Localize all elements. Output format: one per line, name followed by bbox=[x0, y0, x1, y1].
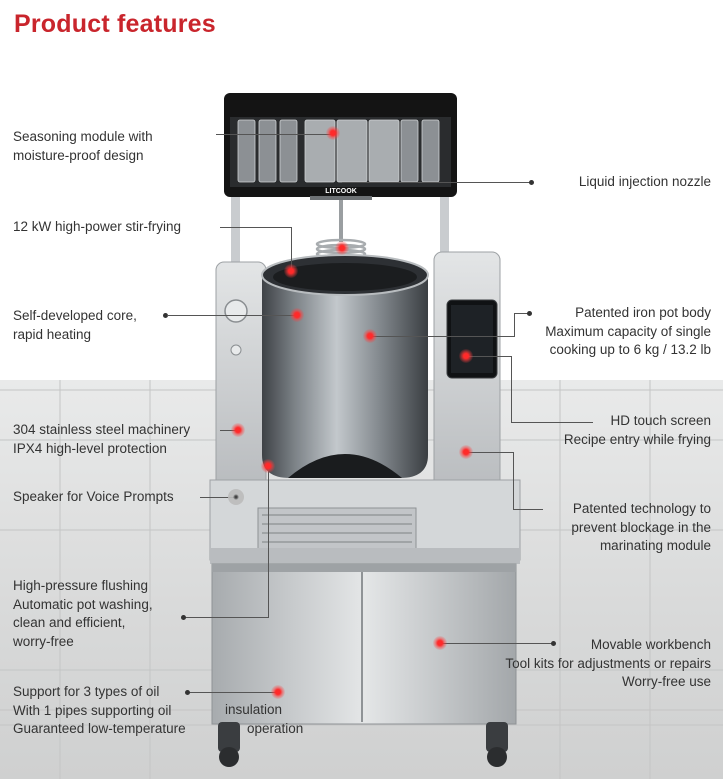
hotspot-pot bbox=[363, 329, 377, 343]
leader-seasoning bbox=[216, 134, 333, 135]
speaker-grille-icon bbox=[228, 489, 244, 505]
brand-logo: LITCOOK bbox=[325, 188, 357, 195]
leader-nozzle-dot bbox=[529, 180, 534, 185]
hotspot-power bbox=[284, 264, 298, 278]
leader-blockage-h bbox=[466, 452, 514, 453]
hotspot-blockage bbox=[459, 445, 473, 459]
leader-workbench-dot bbox=[551, 641, 556, 646]
leader-power-h bbox=[220, 227, 292, 228]
leader-touch-h bbox=[466, 356, 512, 357]
leader-pot-dot bbox=[527, 311, 532, 316]
leader-touch-v bbox=[511, 356, 512, 423]
leader-core-dot bbox=[163, 313, 168, 318]
label-nozzle: Liquid injection nozzle bbox=[578, 174, 711, 189]
leader-touch-h2 bbox=[511, 422, 593, 423]
hotspot-core bbox=[290, 308, 304, 322]
label-speaker: Speaker for Voice Prompts bbox=[13, 489, 174, 504]
hotspot-flushing bbox=[261, 459, 275, 473]
leader-oil-dot bbox=[185, 690, 190, 695]
page-title: Product features bbox=[14, 10, 216, 38]
hotspot-workbench bbox=[433, 636, 447, 650]
hotspot-seasoning bbox=[326, 126, 340, 140]
left-housing bbox=[215, 261, 267, 491]
label-power: 12 kW high-power stir-frying bbox=[13, 219, 182, 234]
leader-blockage-v bbox=[513, 452, 514, 510]
workbench-cabinet bbox=[211, 563, 517, 725]
left-post bbox=[231, 197, 240, 267]
hotspot-oil bbox=[271, 685, 285, 699]
leader-blockage-h2 bbox=[513, 509, 543, 510]
hotspot-steel bbox=[231, 423, 245, 437]
leader-steel bbox=[220, 430, 238, 431]
leader-core bbox=[167, 315, 297, 316]
wash-basin bbox=[209, 479, 521, 564]
right-post bbox=[440, 197, 449, 255]
leader-pot-h bbox=[370, 336, 515, 337]
leader-pot-h2 bbox=[514, 313, 529, 314]
iron-pot bbox=[261, 254, 429, 478]
leader-pot-v bbox=[514, 313, 515, 337]
leader-flush-v bbox=[268, 466, 269, 618]
hotspot-touch bbox=[459, 349, 473, 363]
leader-flush-h bbox=[183, 617, 269, 618]
leader-workbench bbox=[440, 643, 553, 644]
leader-speaker bbox=[200, 497, 234, 498]
label-core: Self-developed core,rapid heating bbox=[13, 308, 137, 342]
leader-oil bbox=[188, 692, 278, 693]
casters bbox=[218, 722, 508, 767]
leader-flush-dot bbox=[181, 615, 186, 620]
leader-power-v bbox=[291, 227, 292, 271]
seasoning-module bbox=[224, 93, 457, 200]
leader-nozzle bbox=[342, 182, 532, 183]
hotspot-nozzle bbox=[335, 241, 349, 255]
